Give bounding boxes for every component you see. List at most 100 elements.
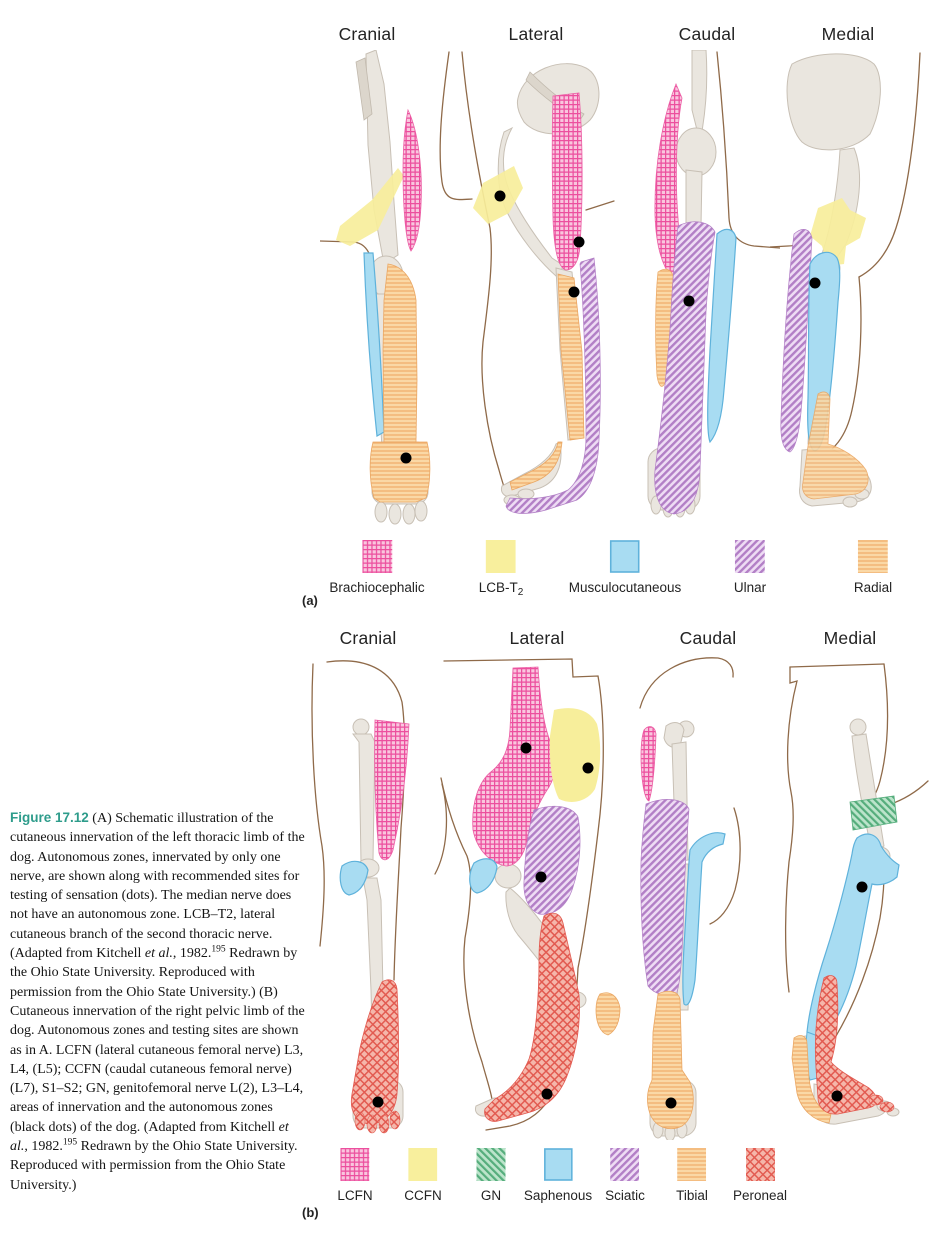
zone-lcb-t2	[336, 168, 404, 246]
legend-label: LCFN	[337, 1188, 373, 1203]
legend-label: Radial	[853, 580, 893, 595]
zone-saphenous	[469, 858, 498, 894]
legend-label: Ulnar	[733, 580, 767, 595]
zone-ulnar	[505, 257, 601, 514]
legend-label: Tibial	[676, 1188, 708, 1203]
view-header-lateral: Lateral	[508, 24, 564, 44]
zone-peroneal	[484, 912, 580, 1122]
panel-a: Cranial Lateral Caudal Medial	[310, 10, 950, 610]
sciatic-swatch	[610, 1148, 640, 1181]
body-contour	[789, 663, 885, 668]
zone-peroneal	[814, 975, 877, 1115]
illustration-a-caudal	[647, 50, 780, 518]
toe	[366, 1114, 378, 1134]
peroneal-swatch	[745, 1148, 775, 1181]
legend-item-ulnar: Ulnar	[734, 540, 766, 595]
figure-caption: Figure 17.12 (A) Schematic illustration …	[10, 810, 305, 1193]
testing-site-dot	[831, 1090, 843, 1102]
legend-item-ccfn: CCFN	[404, 1148, 442, 1203]
legend-item-lcfn: LCFN	[337, 1148, 373, 1203]
zone-radial-paw	[509, 441, 563, 491]
view-header-medial: Medial	[821, 24, 875, 44]
zone-tibial	[595, 992, 621, 1036]
view-header-lateral: Lateral	[509, 628, 565, 648]
panel-a-letter: (a)	[302, 593, 318, 608]
view-header-medial: Medial	[823, 628, 877, 648]
zone-peroneal	[350, 979, 399, 1125]
ccfn-swatch	[408, 1148, 438, 1181]
saphenous-swatch	[543, 1148, 573, 1181]
illustration-a-lateral	[461, 51, 615, 514]
caption-reference: 195	[62, 1137, 78, 1148]
testing-site-dot	[809, 277, 821, 289]
illustration-b-medial	[784, 663, 929, 1125]
figure-number: Figure 17.12	[10, 810, 89, 825]
legend-item-radial: Radial	[854, 540, 892, 595]
testing-site-dot	[573, 236, 585, 248]
musculocutaneous-swatch	[610, 540, 640, 573]
zone-radial	[802, 391, 869, 500]
testing-site-dot	[494, 190, 506, 202]
radial-swatch	[858, 540, 888, 573]
zone-lcb-t2	[810, 198, 866, 266]
testing-site-dot	[683, 295, 695, 307]
zone-ulnar	[780, 229, 813, 453]
body-contour	[585, 200, 615, 211]
body-contour	[311, 663, 325, 947]
legend-item-lcb-t2: LCB-T2	[478, 540, 524, 598]
testing-site-dot	[582, 762, 594, 774]
zone-sciatic	[523, 805, 581, 915]
legend-label: Sciatic	[605, 1188, 645, 1203]
legend-label: Brachiocephalic	[329, 580, 425, 595]
body-contour	[858, 52, 921, 278]
zone-lcfn	[640, 726, 657, 802]
testing-site-dot	[541, 1088, 553, 1100]
toe	[354, 1111, 366, 1131]
zone-radial	[557, 273, 585, 441]
testing-site-dot	[535, 871, 547, 883]
legend-item-peroneal: Peroneal	[733, 1148, 787, 1203]
body-contour	[439, 51, 473, 201]
zone-ccfn	[549, 708, 601, 802]
legend-item-sciatic: Sciatic	[605, 1148, 645, 1203]
testing-site-dot	[372, 1096, 384, 1108]
legend-label: GN	[480, 1188, 502, 1203]
zone-sciatic	[640, 799, 690, 996]
lcb-t2-swatch	[485, 540, 516, 573]
body-contour	[784, 666, 798, 993]
toe	[378, 1114, 390, 1134]
lcfn-swatch	[340, 1148, 370, 1181]
testing-site-dot	[665, 1097, 677, 1109]
body-contour	[639, 657, 734, 709]
view-header-cranial: Cranial	[338, 24, 396, 44]
legend-label: Saphenous	[523, 1188, 593, 1203]
toe	[879, 1101, 895, 1113]
caption-etal: et al.	[144, 946, 173, 962]
tibial-swatch	[677, 1148, 707, 1181]
caption-etal: et al.	[10, 1119, 289, 1155]
legend-item-brachiocephalic: Brachiocephalic	[329, 540, 425, 595]
illustration-b-caudal	[639, 657, 741, 1140]
testing-site-dot	[400, 452, 412, 464]
testing-site-dot	[520, 742, 532, 754]
legend-label: LCB-T2	[478, 580, 524, 598]
zone-lcfn	[374, 719, 410, 861]
testing-site-dot	[568, 286, 580, 298]
brachiocephalic-swatch	[362, 540, 392, 573]
illustration-b-lateral	[440, 658, 621, 1131]
body-contour	[716, 51, 780, 249]
body-contour	[440, 777, 494, 1109]
zone-radial-paw	[369, 441, 431, 503]
legend-item-gn: GN	[476, 1148, 506, 1203]
view-header-caudal: Caudal	[679, 628, 737, 648]
testing-site-dot	[856, 881, 868, 893]
illustration-b-cranial	[311, 660, 448, 1134]
caption-text: (A) Schematic illustration of the cutane…	[10, 811, 305, 962]
caption-reference: 195	[211, 944, 226, 955]
toe	[389, 1110, 401, 1130]
gn-swatch	[476, 1148, 506, 1181]
zone-saphenous	[339, 860, 369, 896]
zone-musculocutaneous	[707, 228, 737, 444]
legend-item-tibial: Tibial	[676, 1148, 708, 1203]
